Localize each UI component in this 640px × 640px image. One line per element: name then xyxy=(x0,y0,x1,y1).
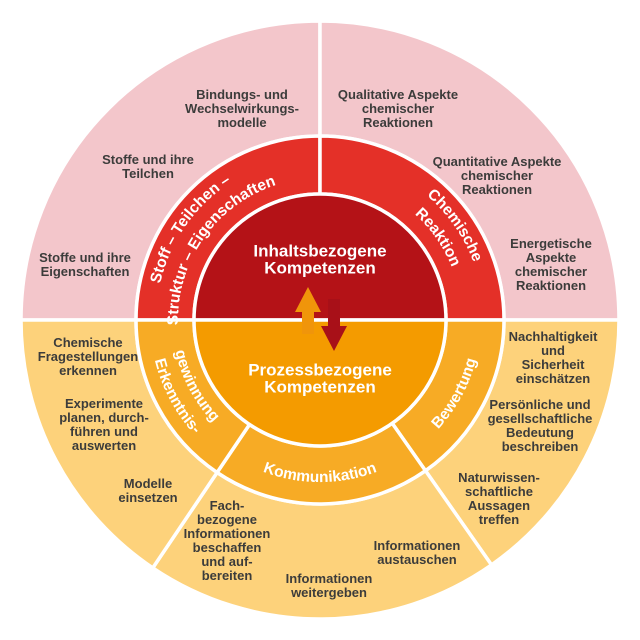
outer-label-modelle-einsetzen: Modelle einsetzen xyxy=(118,476,178,505)
down-arrow-icon xyxy=(321,299,347,351)
outer-label-quantitative-aspekte: Quantitative Aspekte chemischer Reaktion… xyxy=(432,154,562,197)
outer-label-chemische-fragestellungen: Chemische Fragestellungen erkennen xyxy=(37,335,139,378)
center-label-prozessbezogene-kompetenzen: Prozessbezogene Kompetenzen xyxy=(248,360,392,396)
outer-label-bindungsmodelle: Bindungs- und Wechselwirkungs- modelle xyxy=(185,87,299,130)
outer-label-informationen-weitergeben: Informationen weitergeben xyxy=(285,571,373,600)
outer-label-persoenliche-bedeutung: Persönliche und gesellschaftliche Bedeut… xyxy=(487,397,593,454)
outer-label-energetische-aspekte: Energetische Aspekte chemischer Reaktion… xyxy=(510,236,592,293)
outer-label-stoffe-eigenschaften: Stoffe und ihre Eigenschaften xyxy=(39,250,131,279)
outer-label-stoffe-teilchen: Stoffe und ihre Teilchen xyxy=(102,152,194,181)
outer-label-informationen-austauschen: Informationen austauschen xyxy=(373,538,461,567)
up-arrow-icon xyxy=(295,287,321,334)
center-label-inhaltsbezogene-kompetenzen: Inhaltsbezogene Kompetenzen xyxy=(253,241,387,277)
sector-center-prozessbezogen xyxy=(192,318,448,448)
outer-label-fachbezogene-informationen: Fach- bezogene Informationen beschaffen … xyxy=(183,498,271,583)
outer-label-experimente: Experimente planen, durch- führen und au… xyxy=(59,396,149,453)
outer-label-nachhaltigkeit-sicherheit: Nachhaltigkeit und Sicherheit einschätze… xyxy=(508,329,598,386)
sector-center-inhaltsbezogen xyxy=(192,192,448,322)
outer-label-qualitative-aspekte: Qualitative Aspekte chemischer Reaktione… xyxy=(337,87,459,130)
outer-label-naturwissenschaftliche-aussagen: Naturwissen- schaftliche Aussagen treffe… xyxy=(458,470,540,527)
